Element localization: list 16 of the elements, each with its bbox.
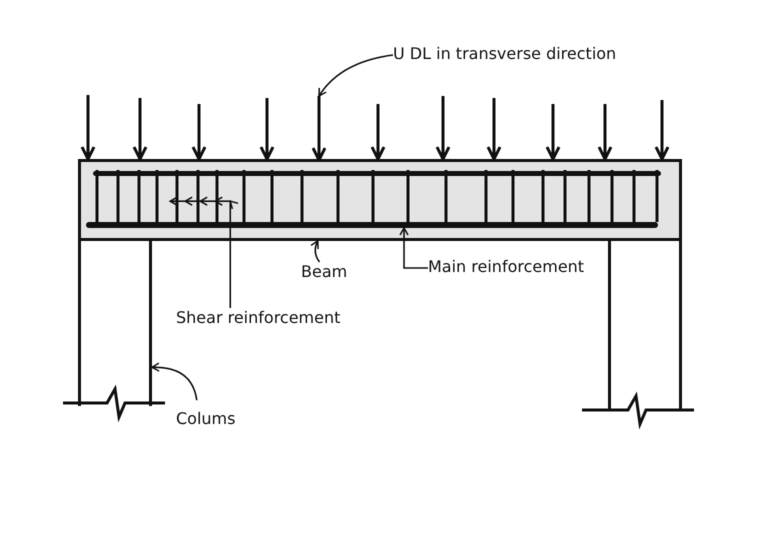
callout-label: Shear reinforcement xyxy=(176,308,340,330)
leader-line xyxy=(399,227,428,269)
beam xyxy=(78,159,682,241)
callout-label: Colums xyxy=(176,409,236,431)
reinforcement-bar xyxy=(86,222,658,228)
callout-label: Main reinforcement xyxy=(428,257,584,279)
load-arrow xyxy=(312,96,326,160)
leader-line xyxy=(151,362,198,400)
leader-line xyxy=(318,54,394,97)
callout-label: U DL in transverse direction xyxy=(393,44,616,66)
leader-line xyxy=(168,196,238,308)
column xyxy=(78,238,152,406)
stirrups-drawing xyxy=(95,170,660,222)
column xyxy=(608,238,682,411)
leader-line xyxy=(310,240,320,262)
callout-label: Beam xyxy=(301,262,348,284)
